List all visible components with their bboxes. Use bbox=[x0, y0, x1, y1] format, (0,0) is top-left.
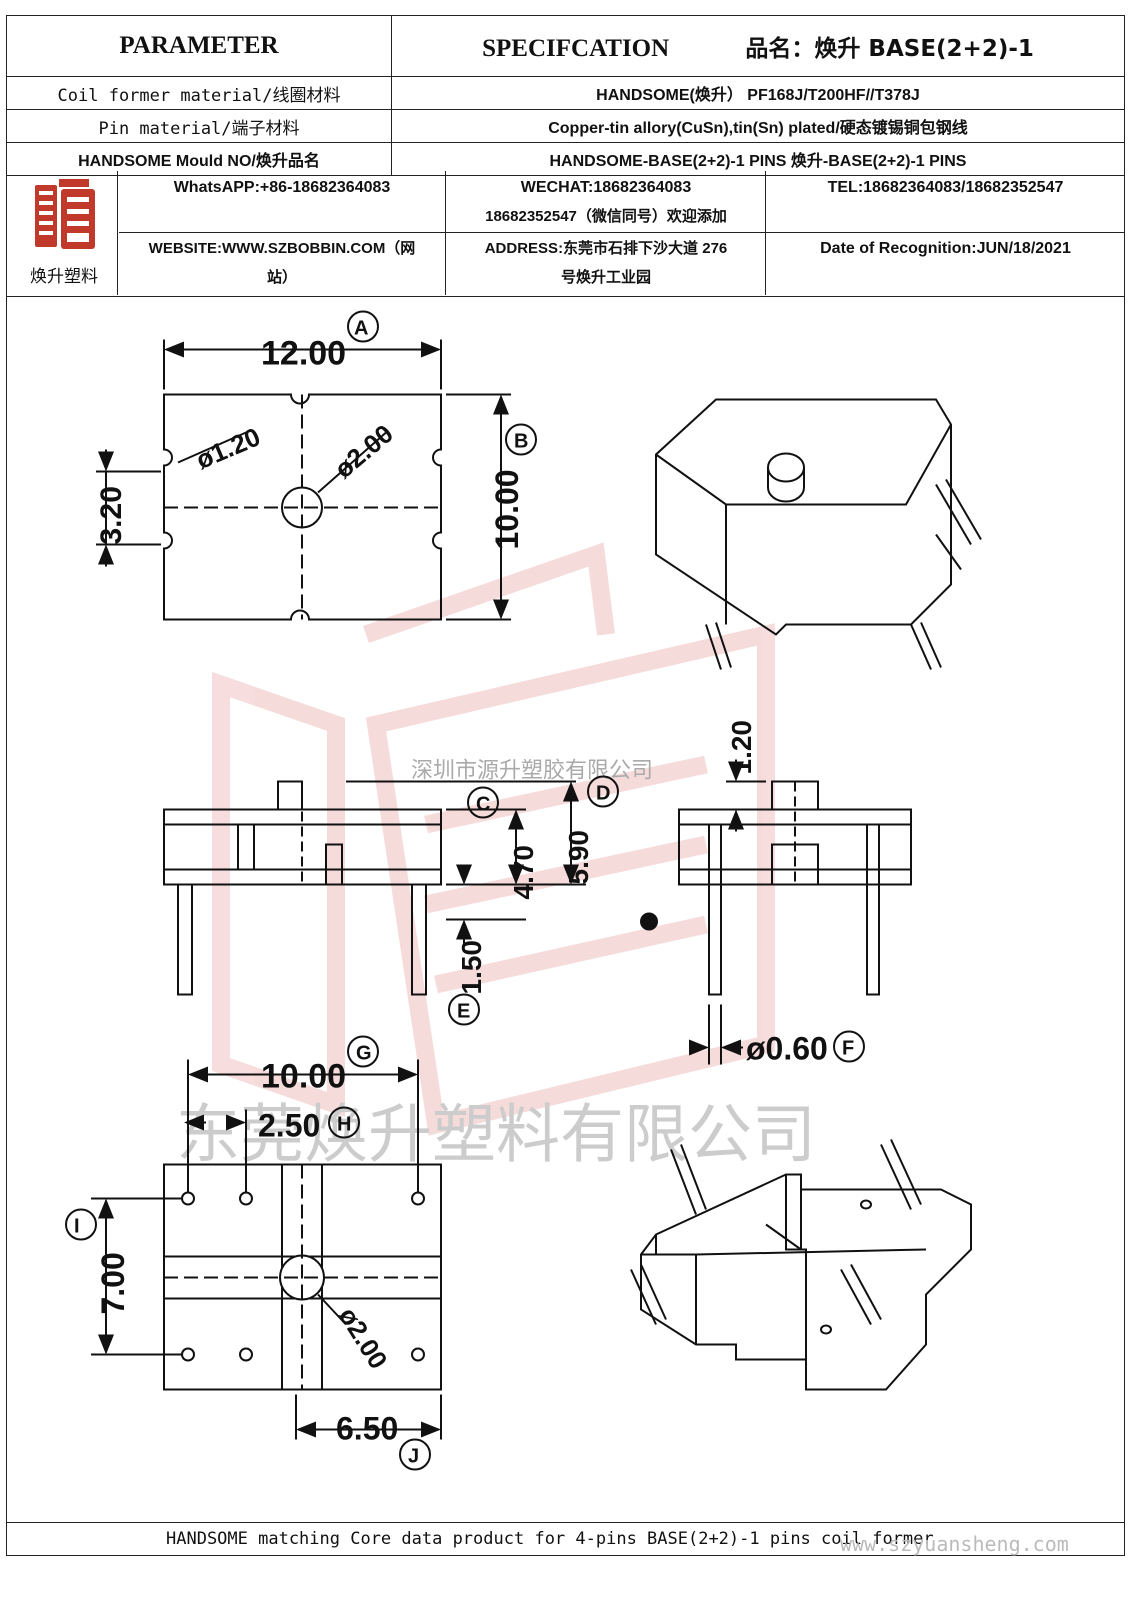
logo-icon bbox=[35, 179, 95, 249]
spec-header-table: PARAMETER SPECIFCATION 品名：焕升 BASE(2+2)-1… bbox=[6, 15, 1125, 176]
dim-j-label: J bbox=[408, 1446, 419, 1468]
top-view bbox=[96, 310, 537, 621]
dim-h1-value: 3.20 bbox=[95, 486, 128, 544]
address-line-2: 号焕升工业园 bbox=[560, 269, 651, 286]
product-name: 品名：焕升 BASE(2+2)-1 bbox=[745, 36, 1034, 62]
mould-no-label: HANDSOME Mould NO/焕升品名 bbox=[6, 142, 392, 176]
hole2-value: ø2.00 bbox=[329, 418, 399, 484]
dim-d-label: D bbox=[596, 783, 610, 805]
dim-j-value: 6.50 bbox=[336, 1411, 398, 1447]
dim-e-label: E bbox=[457, 1001, 470, 1023]
dim-a-label: A bbox=[354, 318, 368, 340]
watermark-logo bbox=[212, 542, 775, 1136]
side-view bbox=[678, 759, 912, 1065]
iso-view-bottom bbox=[630, 1139, 972, 1391]
dim-c-label: C bbox=[476, 794, 490, 816]
date-of-recognition: Date of Recognition:JUN/18/2021 bbox=[820, 240, 1071, 257]
center-mark bbox=[640, 912, 658, 931]
dim-d-value: 5.90 bbox=[563, 830, 594, 885]
logo-text: 焕升塑料 bbox=[30, 267, 98, 287]
pin-material-value: Copper-tin allory(CuSn),tin(Sn) plated/硬… bbox=[391, 109, 1125, 143]
watermark-company-small: 深圳市源升塑胶有限公司 bbox=[411, 759, 653, 784]
wechat-line-2: 18682352547（微信同号）欢迎添加 bbox=[485, 208, 727, 225]
iso-view-top bbox=[655, 398, 982, 670]
dim-top-value: 1.20 bbox=[726, 720, 757, 775]
dim-b-label: B bbox=[514, 431, 528, 453]
dim-i-label: I bbox=[74, 1216, 80, 1238]
pin-material-label: Pin material/端子材料 bbox=[6, 109, 392, 143]
dim-h-label: H bbox=[337, 1114, 351, 1136]
coil-material-value: HANDSOME(焕升） PF168J/T200HF//T378J bbox=[391, 76, 1125, 110]
dim-f-value: ø0.60 bbox=[746, 1031, 828, 1067]
dim-e-value: 1.50 bbox=[456, 940, 487, 995]
tel: TEL:18682364083/18682352547 bbox=[827, 179, 1064, 196]
specification-heading: SPECIFCATION 品名：焕升 BASE(2+2)-1 bbox=[391, 15, 1125, 77]
dim-a-value: 12.00 bbox=[261, 335, 346, 373]
dim-g-label: G bbox=[356, 1043, 372, 1065]
website-line-2: 站） bbox=[266, 269, 297, 286]
website-line-1: WEBSITE:WWW.SZBOBBIN.COM（网 bbox=[148, 240, 416, 257]
watermark-url: www.szyuansheng.com bbox=[840, 1532, 1069, 1556]
company-info-block: 焕升塑料 WhatsAPP:+86-18682364083 WECHAT:186… bbox=[6, 171, 1125, 297]
address-line-1: ADDRESS:东莞市石排下沙大道 276 bbox=[484, 240, 728, 257]
front-view bbox=[163, 775, 619, 1026]
wechat-line-1: WECHAT:18682364083 bbox=[520, 179, 692, 196]
dim-f-label: F bbox=[842, 1038, 854, 1060]
dim-g-value: 10.00 bbox=[261, 1058, 346, 1096]
company-logo: 焕升塑料 bbox=[21, 175, 107, 287]
mould-no-value: HANDSOME-BASE(2+2)-1 PINS 焕升-BASE(2+2)-1… bbox=[391, 142, 1125, 176]
coil-material-label: Coil former material/线圈材料 bbox=[6, 76, 392, 110]
technical-drawing: 深圳市源升塑胶有限公司 东莞焕升塑料有限公司 bbox=[65, 310, 982, 1471]
dim-i-value: 7.00 bbox=[95, 1252, 131, 1314]
whatsapp: WhatsAPP:+86-18682364083 bbox=[173, 179, 391, 196]
hole3-value: ø2.00 bbox=[333, 1302, 394, 1374]
bottom-view bbox=[65, 1035, 442, 1471]
dim-b-value: 10.00 bbox=[489, 469, 525, 549]
dim-c-value: 4.70 bbox=[508, 845, 539, 900]
footer-note: HANDSOME matching Core data product for … bbox=[6, 1522, 1125, 1556]
hole1-value: ø1.20 bbox=[192, 421, 265, 475]
watermark-company-large: 东莞焕升塑料有限公司 bbox=[176, 1099, 816, 1173]
specification-title: SPECIFCATION bbox=[482, 35, 670, 62]
parameter-heading: PARAMETER bbox=[6, 15, 392, 77]
dim-h-value: 2.50 bbox=[258, 1108, 320, 1144]
